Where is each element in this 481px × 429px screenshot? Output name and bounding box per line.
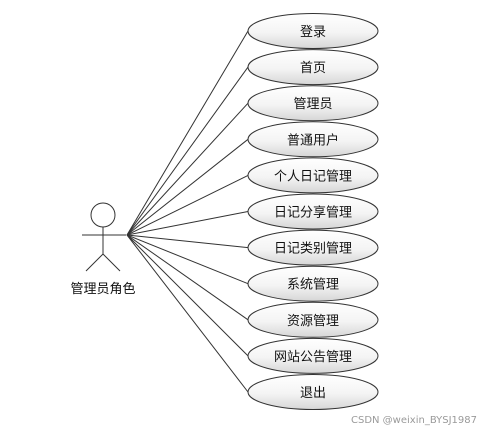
association-line-personal-diary-mgmt xyxy=(126,174,249,236)
actor-admin: 管理员角色 xyxy=(70,202,136,297)
association-line-home xyxy=(126,66,249,236)
use-case-diary-share-mgmt: 日记分享管理 xyxy=(247,193,379,230)
use-case-list: 登录首页管理员普通用户个人日记管理日记分享管理日记类别管理系统管理资源管理网站公… xyxy=(247,13,379,410)
use-case-ellipse xyxy=(247,337,379,374)
use-case-logout: 退出 xyxy=(247,374,379,410)
association-line-resource-mgmt xyxy=(126,234,249,321)
use-case-label: 日记类别管理 xyxy=(274,242,352,257)
use-case-ellipse xyxy=(247,265,379,302)
use-case-normal-user: 普通用户 xyxy=(247,121,379,158)
use-case-personal-diary-mgmt: 个人日记管理 xyxy=(247,157,379,194)
use-case-diary-category-mgmt: 日记类别管理 xyxy=(247,229,379,266)
use-case-home: 首页 xyxy=(247,49,379,86)
association-line-diary-share-mgmt xyxy=(126,211,249,236)
association-line-diary-category-mgmt xyxy=(126,234,249,249)
use-case-admin: 管理员 xyxy=(247,85,379,122)
actor-left-leg xyxy=(85,253,104,272)
association-line-logout xyxy=(126,234,249,393)
use-case-label: 首页 xyxy=(300,61,326,76)
use-case-ellipse xyxy=(247,301,379,338)
use-case-label: 普通用户 xyxy=(287,132,339,148)
association-line-site-notice-mgmt xyxy=(126,234,249,357)
association-line-system-mgmt xyxy=(126,234,249,285)
association-line-normal-user xyxy=(126,138,249,236)
use-case-ellipse xyxy=(247,85,379,122)
use-case-label: 系统管理 xyxy=(287,278,339,293)
use-case-site-notice-mgmt: 网站公告管理 xyxy=(247,337,379,374)
use-case-ellipse xyxy=(247,13,379,49)
use-case-ellipse xyxy=(247,157,379,194)
use-case-login: 登录 xyxy=(247,13,379,49)
watermark: CSDN @weixin_BYSJ1987 xyxy=(351,415,477,426)
use-case-label: 登录 xyxy=(300,25,326,40)
use-case-ellipse xyxy=(247,229,379,266)
use-case-ellipse xyxy=(247,121,379,158)
actor-right-leg xyxy=(102,253,121,272)
use-case-label: 网站公告管理 xyxy=(274,350,352,365)
use-case-system-mgmt: 系统管理 xyxy=(247,265,379,302)
use-case-ellipse xyxy=(247,49,379,86)
actor-head xyxy=(90,202,116,228)
actor-label: 管理员角色 xyxy=(70,281,135,297)
use-case-resource-mgmt: 资源管理 xyxy=(247,301,379,338)
association-line-admin xyxy=(126,102,249,236)
use-case-label: 管理员 xyxy=(293,97,332,112)
use-case-label: 日记分享管理 xyxy=(274,205,352,221)
use-case-ellipse xyxy=(247,374,379,410)
use-case-label: 个人日记管理 xyxy=(274,169,352,184)
use-case-label: 退出 xyxy=(300,386,326,401)
association-line-login xyxy=(126,30,249,236)
association-lines xyxy=(126,30,249,393)
use-case-label: 资源管理 xyxy=(287,314,339,329)
use-case-ellipse xyxy=(247,193,379,230)
